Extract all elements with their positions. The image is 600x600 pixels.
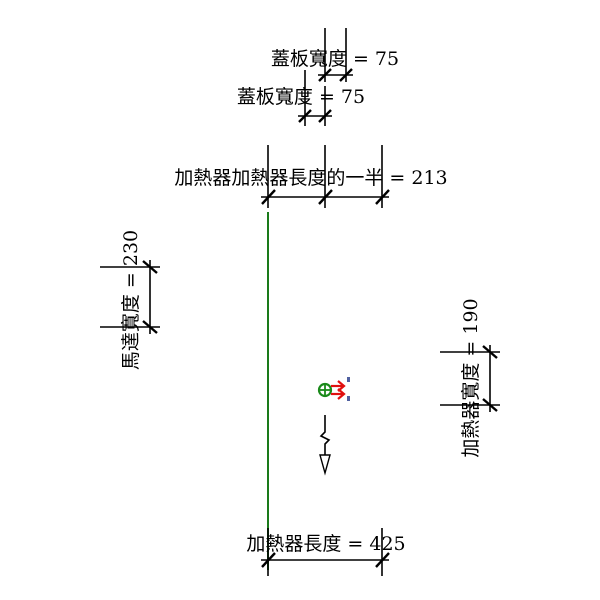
connector-tag-icon (347, 377, 350, 401)
triangle-arrow-icon (319, 454, 331, 476)
dimension-label: 加熱器加熱器長度的一半 = 213 (174, 167, 447, 189)
dimension-heater-length[interactable]: 加熱器長度 = 425 (246, 528, 406, 576)
connector-symbol[interactable] (317, 377, 350, 401)
dimension-label: 蓋板寬度 = 75 (237, 86, 365, 108)
dimension-cover-width-top[interactable]: 蓋板寬度 = 75 (271, 28, 399, 82)
dimension-heater-half-length[interactable]: 加熱器加熱器長度的一半 = 213 (174, 145, 448, 208)
dimension-cover-width-second[interactable]: 蓋板寬度 = 75 (237, 70, 365, 126)
dimension-label: 馬達寬度 = 230 (120, 230, 142, 370)
flow-arrow-icon (331, 380, 346, 400)
dimension-heater-width[interactable]: 加熱器寬度 = 190 (440, 298, 500, 458)
dimension-motor-width[interactable]: 馬達寬度 = 230 (100, 230, 160, 370)
break-line-symbol (319, 415, 331, 476)
dimension-label: 蓋板寬度 = 75 (271, 48, 399, 70)
dimension-label: 加熱器寬度 = 190 (460, 298, 482, 457)
dimension-label: 加熱器長度 = 425 (246, 533, 405, 555)
